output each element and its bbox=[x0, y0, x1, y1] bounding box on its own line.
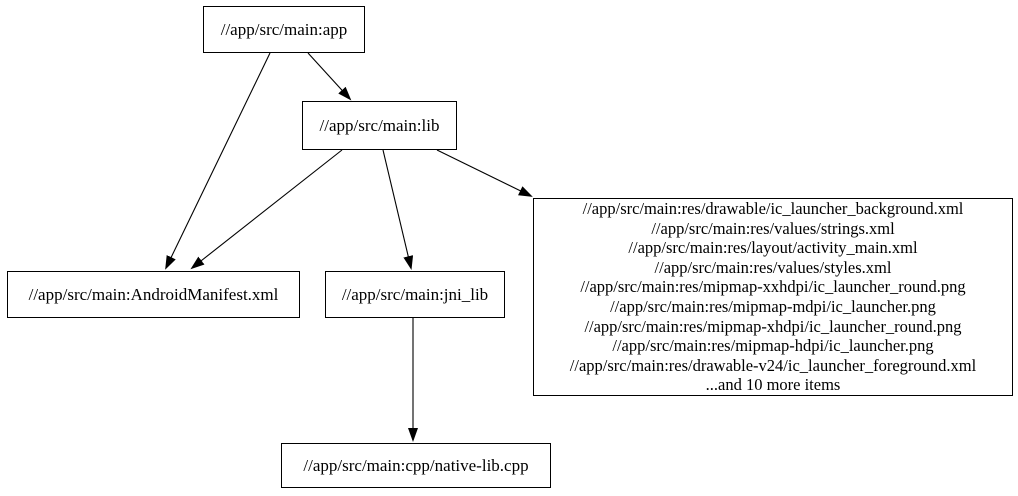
node-androidmanifest: //app/src/main:AndroidManifest.xml bbox=[7, 271, 300, 318]
res-file-line: //app/src/main:res/mipmap-hdpi/ic_launch… bbox=[612, 336, 934, 356]
node-lib: //app/src/main:lib bbox=[302, 101, 457, 150]
edge-app-to-androidmanifest bbox=[165, 52, 271, 270]
res-file-line: //app/src/main:res/mipmap-xhdpi/ic_launc… bbox=[584, 316, 962, 336]
edge-lib-to-resfiles bbox=[436, 149, 533, 197]
res-file-line: //app/src/main:res/layout/activity_main.… bbox=[628, 238, 918, 258]
res-file-line: //app/src/main:res/drawable-v24/ic_launc… bbox=[569, 355, 977, 375]
res-file-more-items: ...and 10 more items bbox=[705, 375, 841, 395]
res-file-line: //app/src/main:res/drawable/ic_launcher_… bbox=[582, 199, 964, 219]
edge-lib-to-jnilib bbox=[382, 149, 414, 270]
node-native-lib-cpp: //app/src/main:cpp/native-lib.cpp bbox=[281, 443, 551, 488]
node-jni-lib: //app/src/main:jni_lib bbox=[325, 271, 505, 318]
node-res-files: //app/src/main:res/drawable/ic_launcher_… bbox=[533, 198, 1013, 396]
node-app: //app/src/main:app bbox=[203, 6, 365, 53]
res-file-line: //app/src/main:res/mipmap-mdpi/ic_launch… bbox=[610, 297, 936, 316]
res-file-line: //app/src/main:res/values/strings.xml bbox=[651, 218, 895, 238]
edge-lib-to-androidmanifest bbox=[190, 149, 343, 270]
res-file-line: //app/src/main:res/values/styles.xml bbox=[654, 257, 892, 277]
edge-app-to-lib bbox=[307, 52, 352, 101]
res-file-line: //app/src/main:res/mipmap-xxhdpi/ic_laun… bbox=[580, 277, 966, 297]
